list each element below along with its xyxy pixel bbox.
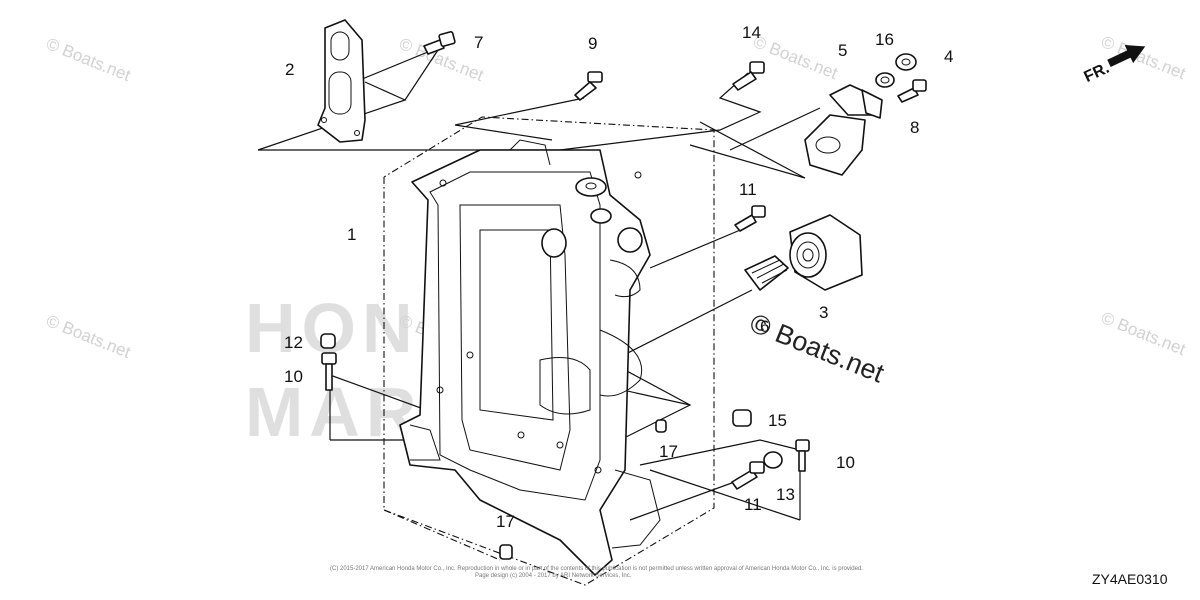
callout-11-upper: 11 xyxy=(739,180,757,199)
leader-lines xyxy=(257,46,821,521)
main-housing-part xyxy=(399,139,661,576)
callout-2: 2 xyxy=(285,60,294,79)
callout-14: 14 xyxy=(742,23,761,42)
washer-part xyxy=(763,451,783,469)
callout-11-lower: 11 xyxy=(744,495,762,514)
cap-part xyxy=(320,333,336,349)
oil-filter-part xyxy=(789,214,863,291)
copyright-line-1: (C) 2015-2017 American Honda Motor Co., … xyxy=(330,566,863,572)
callout-16: 16 xyxy=(875,30,894,49)
callout-labels: 1 2 3 4 5 6 7 8 9 10 10 11 11 12 13 14 1… xyxy=(284,23,953,531)
callout-17-upper: 17 xyxy=(659,442,678,461)
bolt-part xyxy=(734,205,766,232)
dowel-part xyxy=(655,419,667,433)
plug-part xyxy=(895,53,917,71)
callout-1: 1 xyxy=(347,225,356,244)
thermostat-housing-part xyxy=(804,84,883,176)
direction-label: FR. xyxy=(1081,60,1112,86)
callout-15: 15 xyxy=(768,411,787,430)
dowel-part xyxy=(499,544,513,560)
watermark-text: © Boats.net xyxy=(1099,308,1189,359)
callout-12: 12 xyxy=(284,333,303,352)
watermark-text: © Boats.net xyxy=(44,34,134,85)
watermark-text: © Boats.net xyxy=(44,311,134,362)
diagram-code: ZY4AE0310 xyxy=(1092,571,1168,587)
washer-part xyxy=(875,72,895,88)
callout-7: 7 xyxy=(474,33,483,52)
assembly-outline xyxy=(383,116,715,586)
stud-part xyxy=(744,255,789,291)
callout-10-left: 10 xyxy=(284,367,303,386)
bolt-part xyxy=(574,71,603,101)
callout-5: 5 xyxy=(838,41,847,60)
copyright-line-2: Page design (c) 2004 - 2017 by ARI Netwo… xyxy=(475,573,632,579)
bracket-part xyxy=(317,19,366,143)
bolt-part xyxy=(795,439,810,472)
callout-17-lower: 17 xyxy=(496,512,515,531)
callout-10-right: 10 xyxy=(836,453,855,472)
callout-13: 13 xyxy=(776,485,795,504)
bolt-part xyxy=(731,461,765,490)
bolt-part xyxy=(897,79,927,103)
watermark-text: © Boats.net xyxy=(751,32,841,83)
bolt-part xyxy=(423,31,456,55)
callout-4: 4 xyxy=(944,47,953,66)
callout-9: 9 xyxy=(588,34,597,53)
bolt-part xyxy=(732,61,765,91)
nut-part xyxy=(732,409,752,427)
bolt-part xyxy=(321,352,337,391)
callout-6: 6 xyxy=(760,317,769,336)
callout-8: 8 xyxy=(910,118,919,137)
callout-3: 3 xyxy=(819,303,828,322)
